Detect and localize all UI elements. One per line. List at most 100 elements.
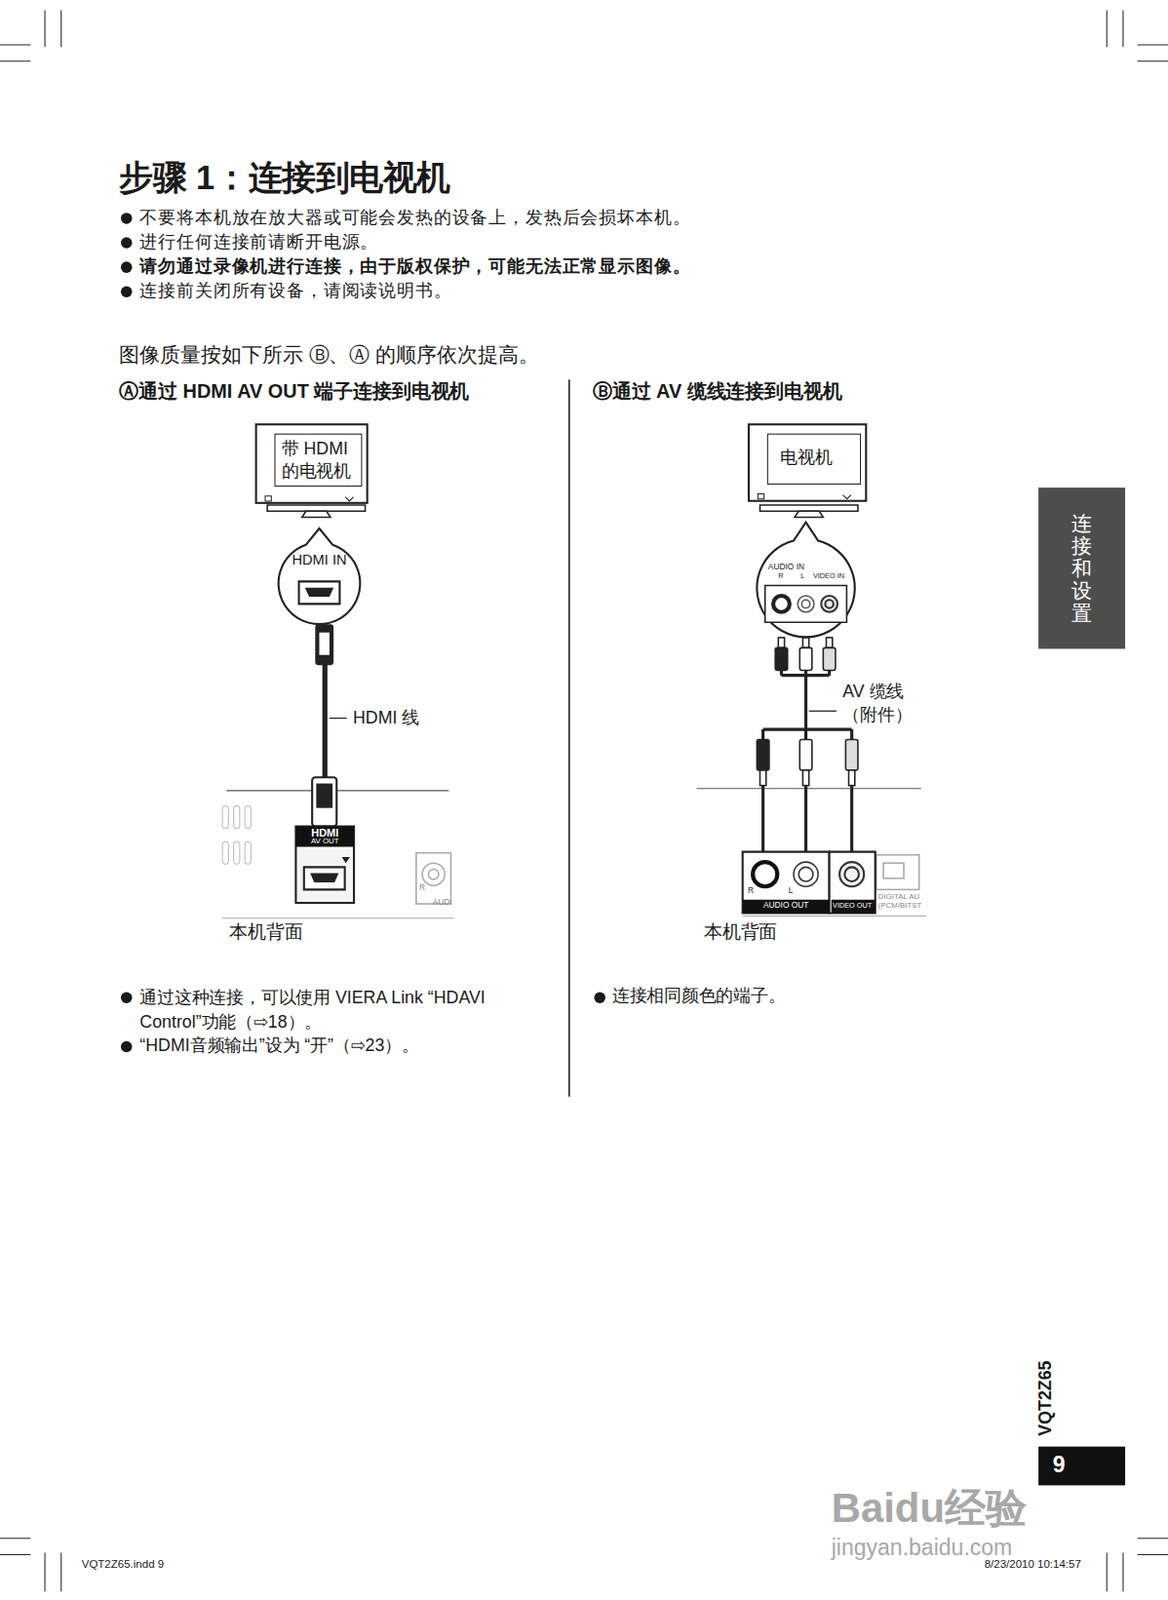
tv-button bbox=[843, 495, 852, 500]
note-text: 连接前关闭所有设备，请阅读说明书。 bbox=[139, 280, 452, 304]
node-text: L bbox=[800, 572, 805, 580]
print-info: VQT2Z65.indd 9 bbox=[81, 1557, 164, 1572]
heading-text: 图像质量按如下所示 Ⓑ、Ⓐ 的顺序依次提高。 bbox=[118, 343, 539, 369]
rca-plug bbox=[759, 770, 766, 786]
bullet-dot bbox=[120, 236, 133, 249]
tv-stand bbox=[267, 505, 858, 518]
crop-marks bbox=[0, 9, 1168, 1592]
tv-stand bbox=[267, 505, 365, 511]
rca-plug bbox=[802, 770, 809, 786]
note-text: 连接相同颜色的端子。 bbox=[612, 985, 786, 1008]
column-divider bbox=[568, 379, 570, 1097]
hdmi-plug bbox=[314, 623, 334, 665]
callout-bubble-outline bbox=[278, 528, 361, 624]
rca-plug bbox=[775, 647, 788, 670]
panel-caption: 本机背面 bbox=[229, 920, 303, 944]
rca-plug bbox=[799, 647, 813, 670]
note-text: “HDMI音频输出”设为 “开”（⇨23）。 bbox=[139, 1034, 420, 1056]
av-output-terminals: RLAUDIO OUTVIDEO OUT bbox=[742, 852, 876, 914]
marker-triangle bbox=[342, 856, 351, 863]
partial-jack-text: R bbox=[419, 883, 426, 894]
watermark: jingyan.baidu.com bbox=[831, 1533, 1013, 1562]
partial-port-text: (PCM/BITST bbox=[878, 900, 922, 911]
node-text: AV OUT bbox=[295, 837, 354, 846]
node-text: AUDIO IN bbox=[768, 563, 805, 572]
rca-plug bbox=[825, 637, 832, 648]
bullet-dot bbox=[120, 1041, 133, 1053]
rca-plug bbox=[756, 739, 770, 771]
hdmi-port-icon bbox=[310, 873, 339, 883]
bubble-outline bbox=[756, 522, 855, 638]
rca-plug bbox=[822, 647, 836, 670]
rca-plug bbox=[799, 739, 813, 771]
vent-slots bbox=[233, 841, 240, 864]
callout-bubble-outline bbox=[754, 522, 857, 638]
bullet-dot bbox=[120, 261, 133, 273]
digital-audio-port bbox=[883, 862, 904, 879]
rca-plug bbox=[845, 739, 858, 771]
hdmi-plug bbox=[315, 783, 333, 809]
unit-rear-panel bbox=[697, 787, 922, 789]
node-text: HDMI IN bbox=[278, 550, 361, 568]
tv-stand bbox=[794, 510, 823, 517]
callout-bubble: AUDIO INR L VIDEO IN bbox=[754, 522, 857, 638]
tv-screen: 电视机 bbox=[747, 423, 867, 503]
rca-jack bbox=[820, 595, 838, 613]
vent-slots bbox=[233, 806, 240, 829]
hdmi-plug bbox=[318, 632, 329, 656]
rca-jack bbox=[752, 861, 778, 887]
vent-slots bbox=[244, 806, 251, 829]
note-text: 进行任何连接前请断开电源。 bbox=[139, 232, 379, 255]
node-text: VIDEO IN bbox=[813, 572, 845, 580]
vent-slots bbox=[222, 841, 229, 864]
panel-caption: 本机背面 bbox=[703, 920, 778, 944]
section-heading: Ⓐ通过 HDMI AV OUT 端子连接到电视机 bbox=[118, 379, 469, 404]
hdmi-port-icon bbox=[305, 587, 334, 597]
node-text: 连接和设置 bbox=[1071, 511, 1092, 624]
node-text: R bbox=[747, 886, 754, 895]
tv-stand bbox=[302, 510, 331, 517]
section-tab: 连接和设置 bbox=[1038, 487, 1126, 649]
tv-button bbox=[757, 494, 764, 500]
node-text: VIDEO OUT bbox=[829, 901, 876, 909]
tv-button bbox=[345, 497, 353, 502]
vent-slots bbox=[222, 806, 251, 865]
neighbor-jack bbox=[428, 868, 438, 879]
crop-marks bbox=[0, 9, 1168, 1592]
node-text: 电视机 bbox=[767, 433, 861, 485]
bullet-dot bbox=[120, 212, 133, 225]
unit-rear-panel bbox=[742, 915, 927, 917]
bubble-outline bbox=[278, 528, 361, 624]
rca-jack bbox=[773, 595, 790, 613]
rca-plug bbox=[778, 637, 784, 648]
neighbor-jack bbox=[416, 853, 452, 904]
bullet-dot bbox=[120, 992, 133, 1005]
digital-audio-port bbox=[876, 855, 920, 891]
bullet-dot bbox=[593, 992, 606, 1005]
print-info: 8/23/2010 10:14:57 bbox=[984, 1557, 1082, 1572]
rca-jack bbox=[793, 861, 818, 887]
section-heading: Ⓑ通过 AV 缆线连接到电视机 bbox=[592, 379, 843, 404]
node-text: L bbox=[788, 886, 794, 895]
tv-screen: 带 HDMI 的电视机 bbox=[255, 423, 369, 505]
note-text: 请勿通过录像机进行连接，由于版权保护，可能无法正常显示图像。 bbox=[139, 256, 691, 279]
jack-plate bbox=[765, 585, 848, 623]
neighbor-jack bbox=[422, 862, 445, 886]
vent-slots bbox=[222, 806, 229, 829]
tv-button bbox=[265, 496, 272, 502]
note-text: 通过这种连接，可以使用 VIERA Link “HDAVI Control”功能… bbox=[139, 985, 512, 1035]
node-text: R bbox=[778, 572, 783, 580]
terminal-label-bar bbox=[742, 899, 876, 914]
rca-jack bbox=[839, 861, 864, 887]
cable-name: HDMI 线 bbox=[352, 706, 420, 729]
partial-jack-text: AUDI bbox=[432, 897, 453, 908]
page-number-box: 9 bbox=[1038, 1446, 1126, 1486]
terminal-header bbox=[295, 825, 354, 847]
watermark: Baidu经验 bbox=[831, 1481, 1027, 1533]
vent-slots bbox=[244, 841, 251, 864]
note-text: 不要将本机放在放大器或可能会发热的设备上，发热后会损坏本机。 bbox=[139, 206, 691, 230]
node-text: 9 bbox=[1052, 1451, 1126, 1480]
bullet-dot bbox=[120, 212, 606, 1052]
node-text: HDMI bbox=[295, 827, 354, 839]
